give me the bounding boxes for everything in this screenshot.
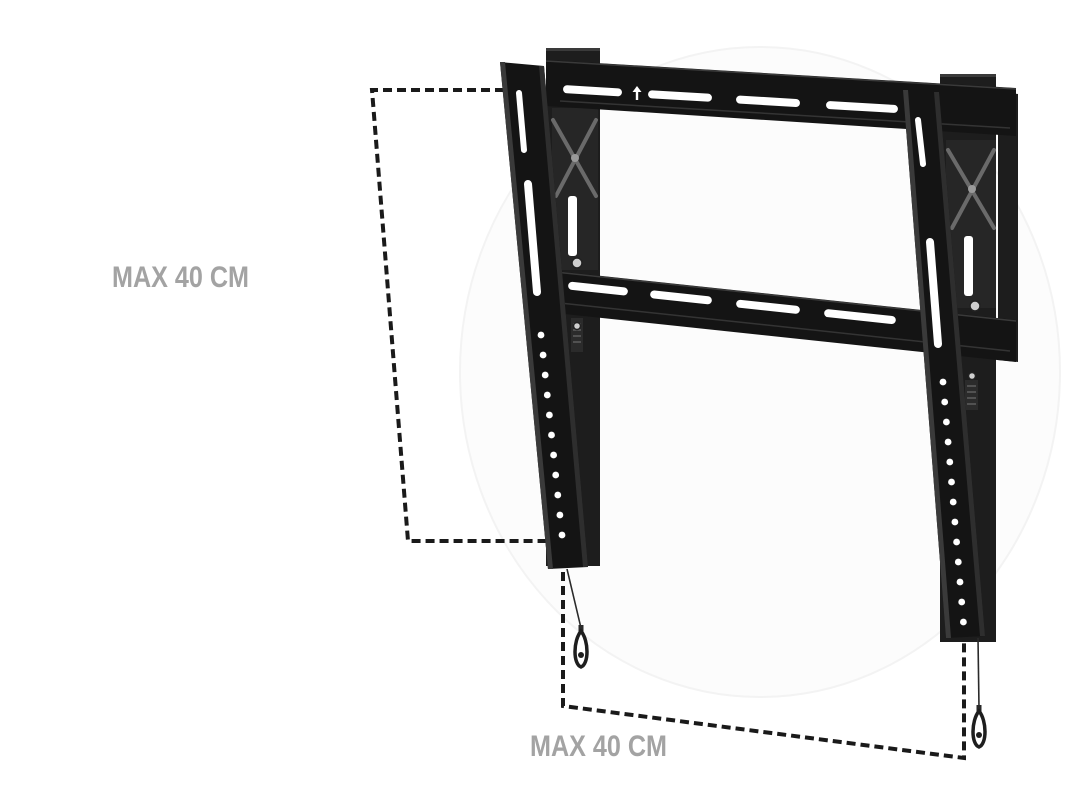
- rail-slot: [568, 281, 628, 296]
- left-tilt-arm: [500, 62, 588, 569]
- mounting-hole: [948, 478, 955, 486]
- arm-slot: [516, 90, 527, 153]
- mounting-hole: [558, 531, 566, 539]
- rail-slot: [824, 309, 896, 325]
- mounting-hole: [539, 351, 547, 359]
- mounting-hole: [548, 431, 555, 439]
- rail-slot: [563, 85, 622, 97]
- mounting-hole: [951, 518, 959, 526]
- height-label: MAX 40 CM: [112, 261, 249, 294]
- height-dimension-line: [369, 88, 547, 543]
- rail-slot: [648, 90, 712, 102]
- backdrop-circle: [459, 46, 1061, 698]
- mounting-hole: [946, 458, 954, 466]
- mounting-hole: [958, 598, 966, 606]
- up-arrow-icon: [632, 86, 642, 100]
- arm-slot: [524, 180, 541, 296]
- rail-slot: [736, 299, 800, 314]
- screw: [967, 371, 977, 381]
- mounting-hole: [556, 511, 564, 519]
- arm-slot: [915, 117, 926, 167]
- mounting-hole: [960, 618, 967, 626]
- mounting-hole: [554, 491, 562, 499]
- mounting-hole: [537, 331, 545, 339]
- mounting-hole: [944, 438, 952, 446]
- right-tilt-arm: [903, 90, 985, 638]
- mounting-hole: [543, 391, 551, 399]
- rail-slot: [650, 290, 712, 305]
- mounting-hole: [943, 418, 950, 426]
- right-side-bar: [998, 92, 1018, 362]
- mounting-hole: [939, 378, 947, 386]
- mounting-hole: [941, 398, 949, 406]
- lock-piece: [965, 380, 978, 410]
- mounting-hole: [953, 538, 960, 546]
- mounting-hole: [956, 578, 964, 586]
- mounting-hole: [954, 558, 962, 566]
- pull-ring: [971, 708, 987, 749]
- mounting-hole: [550, 451, 557, 459]
- screw: [969, 300, 981, 312]
- screw: [572, 321, 582, 331]
- right-release-cord: [971, 637, 987, 749]
- wall-bracket: [500, 48, 1018, 749]
- mounting-hole: [546, 411, 553, 419]
- rail-slot: [826, 101, 898, 113]
- mounting-hole: [552, 471, 560, 479]
- left-release-cord: [566, 568, 589, 669]
- width-dimension-line: [561, 572, 966, 761]
- rail-slot: [736, 95, 800, 107]
- arm-slot: [926, 238, 942, 348]
- width-label: MAX 40 CM: [530, 730, 667, 763]
- mounting-hole: [541, 371, 549, 379]
- mounting-hole: [949, 498, 957, 506]
- screw: [571, 257, 583, 269]
- pull-ring: [573, 628, 589, 669]
